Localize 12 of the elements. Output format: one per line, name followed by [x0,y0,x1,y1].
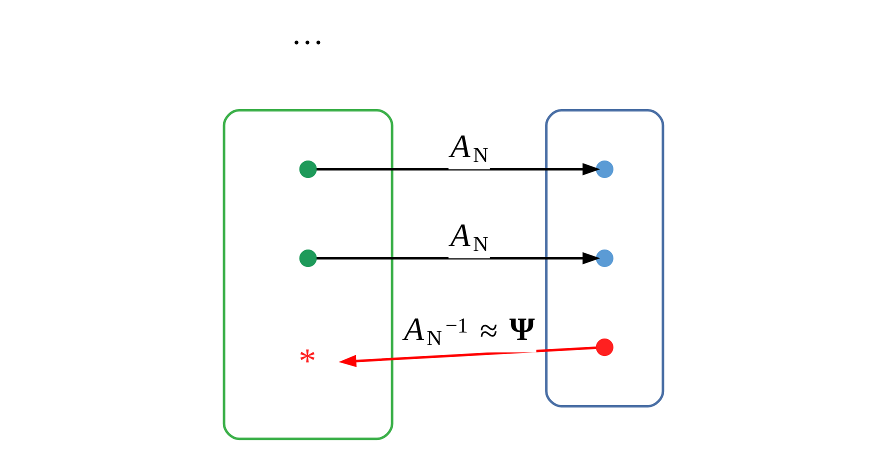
cluster [222,109,393,440]
label: … [290,16,324,52]
cluster [544,109,664,408]
arrow [338,346,596,368]
node-circle [595,250,613,268]
node-circle [298,250,316,268]
arrow [316,163,600,176]
node-circle [595,338,613,356]
node-circle [298,160,316,178]
arrow [316,252,600,264]
node-text: * [298,341,316,380]
node-circle [595,160,613,178]
